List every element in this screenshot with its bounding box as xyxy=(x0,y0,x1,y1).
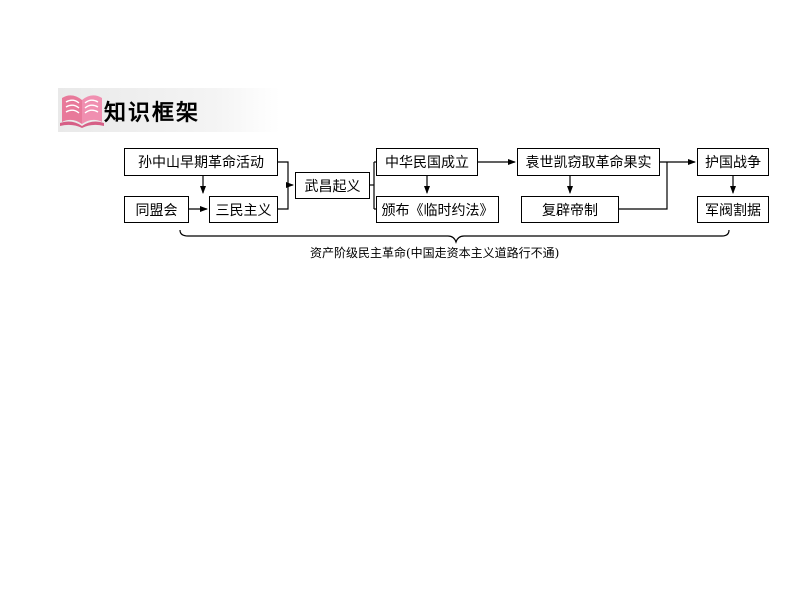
node-roc-founded: 中华民国成立 xyxy=(376,148,478,176)
brace-label: 资产阶级民主革命(中国走资本主义道路行不通) xyxy=(310,246,560,260)
node-tongmenghui: 同盟会 xyxy=(124,196,189,223)
open-book-icon xyxy=(60,95,104,128)
node-monarchy-restore: 复辟帝制 xyxy=(521,196,619,223)
node-wuchang-uprising: 武昌起义 xyxy=(295,172,370,199)
section-title: 知识框架 xyxy=(104,101,201,126)
node-protect-nation-war: 护国战争 xyxy=(697,148,769,176)
node-yuan-usurp: 袁世凯窃取革命果实 xyxy=(517,148,660,176)
node-sun-activities: 孙中山早期革命活动 xyxy=(124,148,278,176)
node-warlords: 军阀割据 xyxy=(697,196,769,223)
node-three-principles: 三民主义 xyxy=(209,196,278,223)
node-provisional-law: 颁布《临时约法》 xyxy=(376,196,499,223)
